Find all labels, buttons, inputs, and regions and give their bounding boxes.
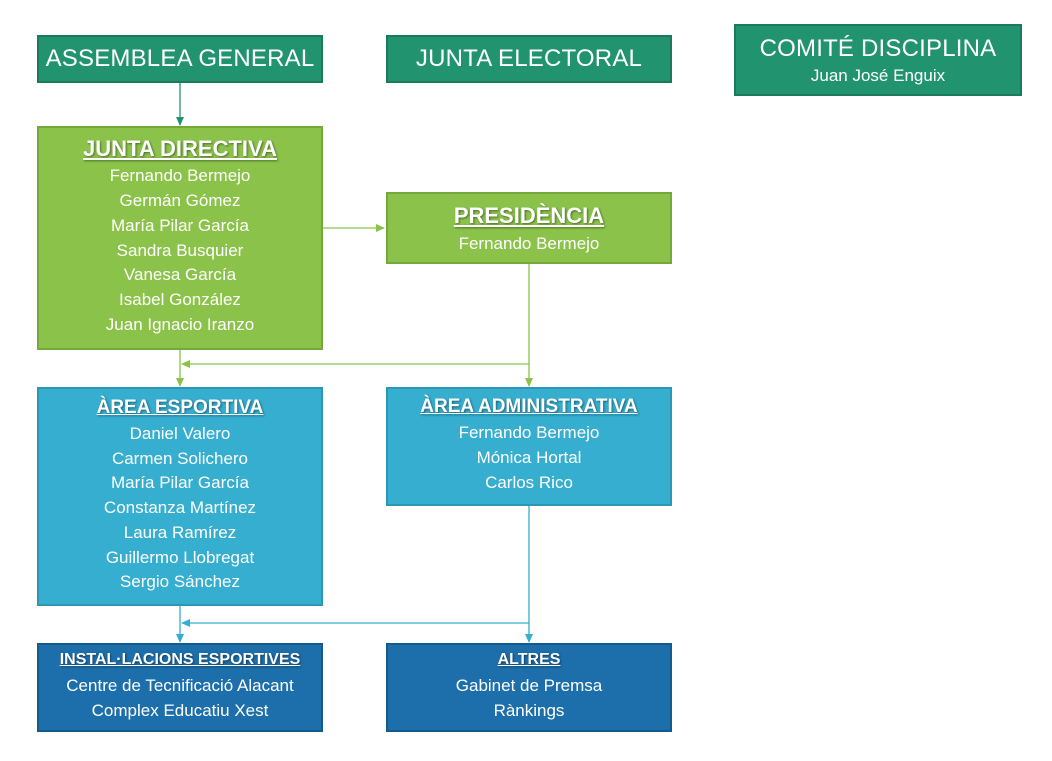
member: Carmen Solichero xyxy=(111,448,249,468)
installacions-box: INSTAL·LACIONS ESPORTIVES Centre de Tecn… xyxy=(37,643,323,732)
junta-directiva-title: JUNTA DIRECTIVA xyxy=(83,136,277,162)
installacions-title: INSTAL·LACIONS ESPORTIVES xyxy=(59,650,301,668)
area-esportiva-box: ÀREA ESPORTIVA Daniel Valero Carmen Soli… xyxy=(37,387,323,606)
member: Mónica Hortal xyxy=(476,448,582,468)
member: Sandra Busquier xyxy=(116,240,244,260)
member: Vanesa García xyxy=(123,265,237,285)
altres-box: ALTRES Gabinet de Premsa Rànkings xyxy=(386,643,672,732)
junta-directiva-box: JUNTA DIRECTIVA Fernando Bermejo Germán … xyxy=(37,126,323,350)
member: Germán Gómez xyxy=(119,191,241,210)
member: María Pilar García xyxy=(111,215,249,235)
member: Fernando Bermejo xyxy=(109,166,251,186)
area-esportiva-title: ÀREA ESPORTIVA xyxy=(96,396,264,418)
member: Daniel Valero xyxy=(129,423,231,443)
area-administrativa-box: ÀREA ADMINISTRATIVA Fernando Bermejo Món… xyxy=(386,387,672,506)
member: Constanza Martínez xyxy=(103,498,257,518)
member: María Pilar García xyxy=(111,473,249,493)
presidencia-member: Fernando Bermejo xyxy=(458,233,600,253)
member: Centre de Tecnificació Alacant xyxy=(66,675,294,695)
area-administrativa-title: ÀREA ADMINISTRATIVA xyxy=(420,396,638,418)
comite-disciplina-member: Juan José Enguix xyxy=(810,65,946,85)
member: Carlos Rico xyxy=(485,472,573,492)
member: Rànkings xyxy=(493,700,565,720)
member: Guillermo Llobregat xyxy=(105,547,255,567)
assemblea-general-title: ASSEMBLEA GENERAL xyxy=(45,45,315,72)
member: Juan Ignacio Iranzo xyxy=(105,314,255,334)
member: Gabinet de Premsa xyxy=(455,675,603,695)
installacions-members: Centre de Tecnificació Alacant Complex E… xyxy=(66,674,293,724)
member: Sergio Sánchez xyxy=(119,572,240,592)
assemblea-general-box: ASSEMBLEA GENERAL xyxy=(37,35,323,83)
presidencia-title: PRESIDÈNCIA xyxy=(453,202,605,228)
comite-disciplina-box: COMITÉ DISCIPLINA Juan José Enguix xyxy=(734,24,1022,96)
member: Isabel González xyxy=(119,290,241,310)
member: Complex Educatiu Xest xyxy=(91,700,269,720)
area-administrativa-members: Fernando Bermejo Mónica Hortal Carlos Ri… xyxy=(459,421,600,495)
junta-electoral-title: JUNTA ELECTORAL xyxy=(415,45,643,72)
member: Fernando Bermejo xyxy=(458,423,600,443)
comite-disciplina-title: COMITÉ DISCIPLINA xyxy=(759,34,997,62)
junta-electoral-box: JUNTA ELECTORAL xyxy=(386,35,672,83)
junta-directiva-members: Fernando Bermejo Germán Gómez María Pila… xyxy=(106,164,254,338)
member: Laura Ramírez xyxy=(123,522,237,542)
altres-members: Gabinet de Premsa Rànkings xyxy=(456,674,602,724)
altres-title: ALTRES xyxy=(497,650,561,668)
area-esportiva-members: Daniel Valero Carmen Solichero María Pil… xyxy=(104,422,256,596)
presidencia-box: PRESIDÈNCIA Fernando Bermejo xyxy=(386,192,672,264)
